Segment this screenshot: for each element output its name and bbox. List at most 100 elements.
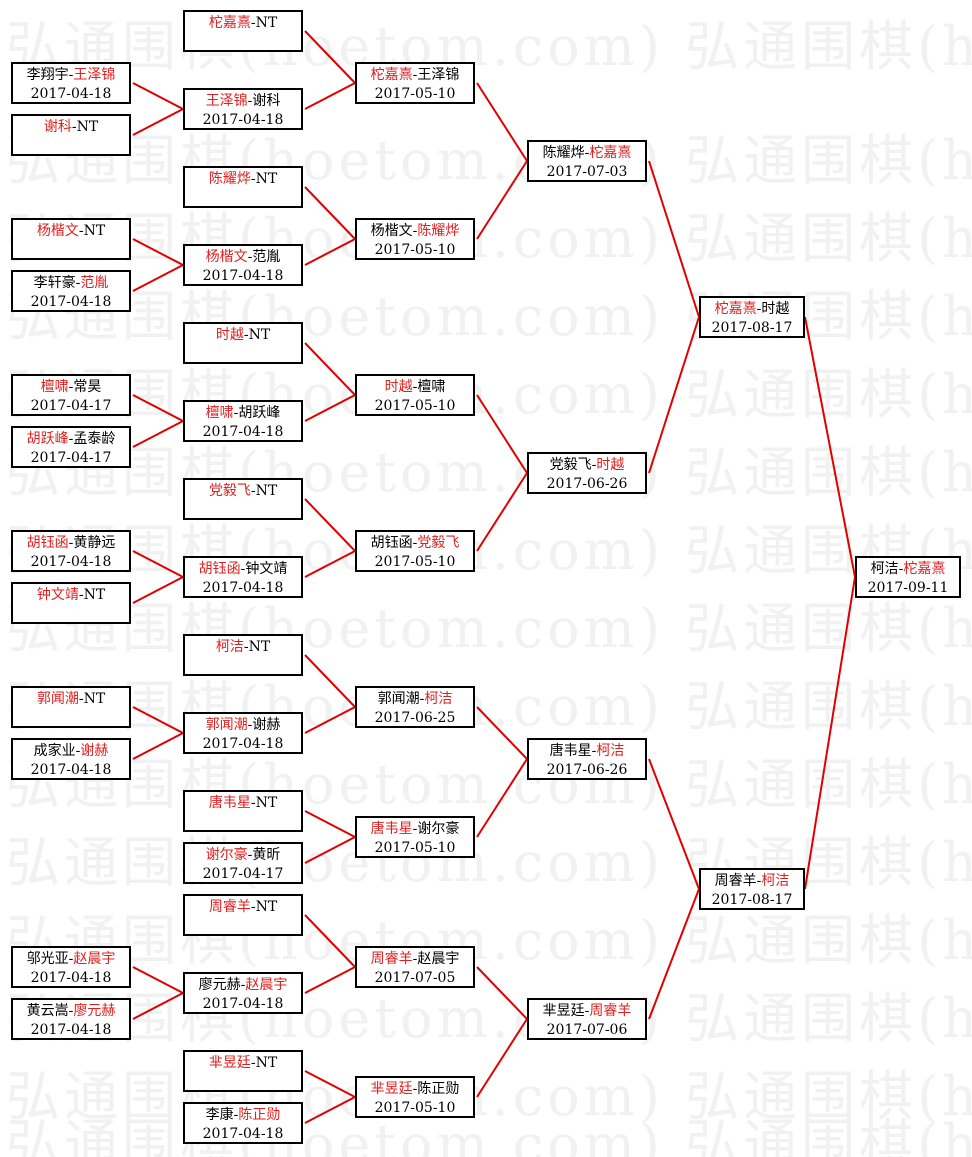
player-1: 王泽锦: [205, 93, 248, 109]
match-players: 钟文靖-NT: [36, 587, 106, 603]
player-2: NT: [83, 223, 106, 239]
player-1: 邬光亚: [26, 951, 69, 967]
player-1: 周睿羊: [714, 873, 757, 889]
match-players: 周睿羊-柯洁: [714, 873, 790, 889]
match-players: 胡钰函-钟文靖: [198, 561, 288, 577]
match-players: 陈耀烨-柁嘉熹: [542, 145, 632, 161]
match-box: 周睿羊-NT: [183, 894, 303, 936]
connector-line: [132, 992, 184, 1020]
connector-line: [132, 264, 184, 292]
match-date: 2017-04-18: [30, 86, 112, 102]
match-date: 2017-04-18: [202, 580, 284, 596]
match-players: 王泽锦-谢科: [205, 93, 281, 109]
match-date: 2017-05-10: [374, 86, 456, 102]
match-box: 陈耀烨-柁嘉熹 2017-07-03: [527, 140, 647, 182]
connector-line: [476, 706, 528, 760]
player-1: 柯洁: [215, 639, 244, 655]
match-date: 2017-07-06: [546, 1022, 628, 1038]
match-players: 芈昱廷-陈正勋: [370, 1081, 460, 1097]
player-2: 范胤: [80, 275, 109, 291]
connector-line: [304, 706, 356, 734]
connector-line: [476, 160, 528, 240]
player-1: 郭闻潮: [205, 717, 248, 733]
player-2: NT: [76, 119, 99, 135]
player-1: 谢尔豪: [205, 847, 248, 863]
player-2: NT: [248, 327, 271, 343]
player-2: 柯洁: [761, 873, 790, 889]
player-2: NT: [83, 691, 106, 707]
match-players: 唐韦星-NT: [208, 795, 278, 811]
player-1: 成家业: [33, 743, 76, 759]
player-2: 赵晨宇: [73, 951, 116, 967]
match-date: 2017-04-18: [30, 554, 112, 570]
player-1: 柁嘉熹: [208, 15, 251, 31]
player-2: 谢科: [252, 93, 281, 109]
player-2: 范胤: [252, 249, 281, 265]
match-players: 李康-陈正勋: [205, 1107, 281, 1123]
connector-line: [476, 394, 528, 474]
match-players: 郭闻潮-NT: [36, 691, 106, 707]
player-2: 赵晨宇: [417, 951, 460, 967]
match-date: 2017-04-18: [30, 970, 112, 986]
connector-line: [132, 420, 184, 448]
match-players: 芈昱廷-NT: [208, 1055, 278, 1071]
connector-line: [476, 1018, 528, 1098]
match-date: 2017-08-17: [711, 320, 793, 336]
player-1: 杨楷文: [370, 223, 413, 239]
player-2: 谢赫: [252, 717, 281, 733]
connector-line: [648, 758, 700, 890]
player-2: 周睿羊: [589, 1003, 632, 1019]
player-1: 唐韦星: [208, 795, 251, 811]
match-players: 胡钰函-黄静远: [26, 535, 116, 551]
match-date: 2017-05-10: [374, 554, 456, 570]
match-box: 胡钰函-黄静远 2017-04-18: [11, 530, 131, 572]
player-1: 胡钰函: [198, 561, 241, 577]
player-2: 陈正勋: [238, 1107, 281, 1123]
connector-line: [304, 810, 356, 838]
player-1: 芈昱廷: [542, 1003, 585, 1019]
match-date: 2017-07-03: [546, 164, 628, 180]
player-1: 杨楷文: [205, 249, 248, 265]
player-1: 李翔宇: [26, 67, 69, 83]
player-1: 郭闻潮: [36, 691, 79, 707]
match-players: 柁嘉熹-时越: [714, 301, 790, 317]
player-1: 杨楷文: [36, 223, 79, 239]
match-box: 杨楷文-NT: [11, 218, 131, 260]
connector-line: [132, 576, 184, 604]
player-2: 陈正勋: [417, 1081, 460, 1097]
match-date: 2017-04-18: [202, 1126, 284, 1142]
match-players: 谢科-NT: [43, 119, 99, 135]
player-2: 柯洁: [596, 743, 625, 759]
player-1: 唐韦星: [370, 821, 413, 837]
connector-line: [132, 82, 184, 110]
connector-line: [304, 238, 356, 266]
connector-line: [304, 836, 356, 864]
connector-line: [304, 30, 356, 84]
player-2: 时越: [761, 301, 790, 317]
player-1: 陈耀烨: [542, 145, 585, 161]
player-2: NT: [248, 639, 271, 655]
player-1: 陈耀烨: [208, 171, 251, 187]
player-2: 黄静远: [73, 535, 116, 551]
match-box: 芈昱廷-NT: [183, 1050, 303, 1092]
player-1: 李康: [205, 1107, 234, 1123]
match-date: 2017-04-18: [30, 762, 112, 778]
player-1: 胡钰函: [370, 535, 413, 551]
connector-line: [648, 160, 700, 318]
match-players: 杨楷文-NT: [36, 223, 106, 239]
player-1: 唐韦星: [549, 743, 592, 759]
match-date: 2017-06-25: [374, 710, 456, 726]
player-1: 柯洁: [870, 561, 899, 577]
match-players: 廖元赫-赵晨宇: [198, 977, 288, 993]
player-2: 黄昕: [252, 847, 281, 863]
